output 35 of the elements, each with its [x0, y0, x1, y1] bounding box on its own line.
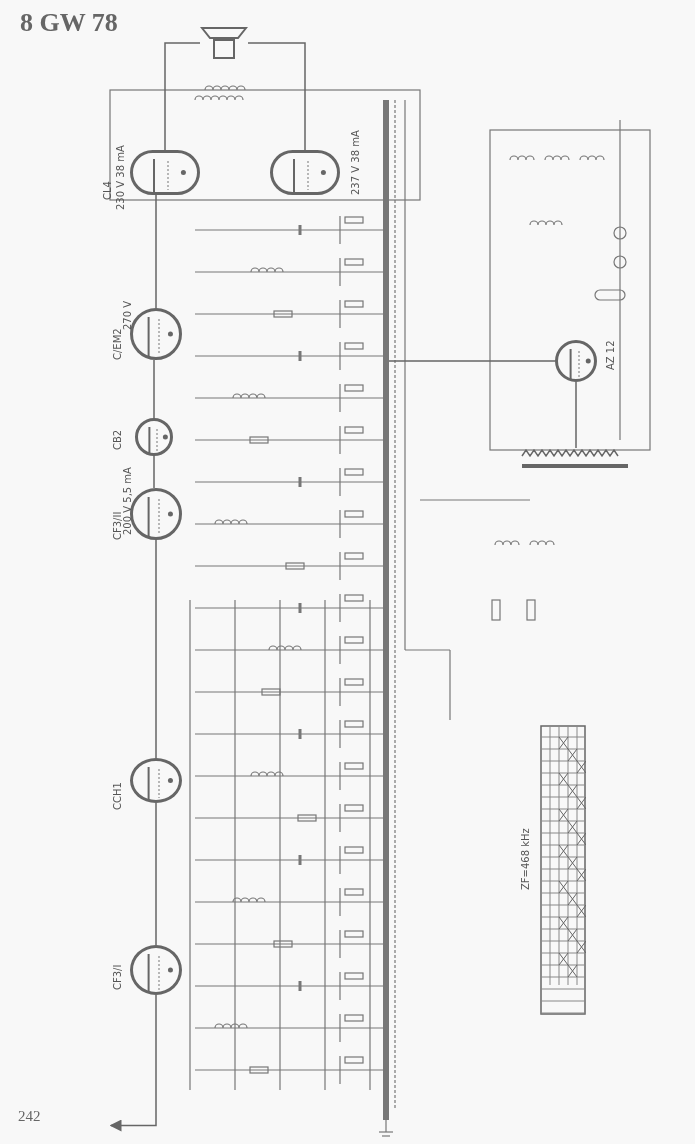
- wire: [153, 359, 155, 419]
- wire: [109, 994, 157, 1132]
- vacuum-tube-symbol: [555, 340, 597, 382]
- vacuum-tube-symbol: [130, 308, 182, 360]
- vacuum-tube-symbol: [130, 488, 182, 540]
- bus-bar: [383, 100, 389, 1120]
- voltage-label: 200 V 5,5 mA: [122, 467, 133, 535]
- wire: [155, 802, 157, 946]
- vacuum-tube-symbol: [135, 418, 173, 456]
- tube-type-label: CB2: [112, 429, 123, 450]
- voltage-label: 237 V 38 mA: [350, 130, 361, 195]
- tube-type-label: C/EM2: [112, 328, 123, 360]
- voltage-label: 270 V: [122, 300, 133, 330]
- switch-position-table: [540, 725, 586, 1015]
- diagram-title: 8 GW 78: [20, 8, 118, 38]
- wire: [247, 42, 306, 151]
- wire: [575, 381, 577, 449]
- loudspeaker-drawing: [200, 26, 248, 60]
- tube-type-label: CF3/I: [112, 964, 123, 990]
- wire: [155, 539, 157, 759]
- wire: [155, 194, 157, 309]
- vacuum-tube-symbol: [270, 150, 340, 195]
- wire: [164, 42, 201, 151]
- frequency-label: ZF=468 kHz: [520, 828, 531, 890]
- vacuum-tube-symbol: [130, 945, 182, 995]
- page-number: 242: [18, 1108, 41, 1125]
- tube-type-label: AZ 12: [605, 340, 616, 370]
- tube-type-label: CF3/II: [112, 511, 123, 540]
- wire: [388, 360, 556, 362]
- vacuum-tube-symbol: [130, 758, 182, 803]
- tube-type-label: CCH1: [112, 782, 123, 810]
- voltage-label: 230 V 38 mA: [115, 145, 126, 210]
- tube-type-label: CL4: [102, 181, 113, 200]
- vacuum-tube-symbol: [130, 150, 200, 195]
- wire: [153, 455, 155, 489]
